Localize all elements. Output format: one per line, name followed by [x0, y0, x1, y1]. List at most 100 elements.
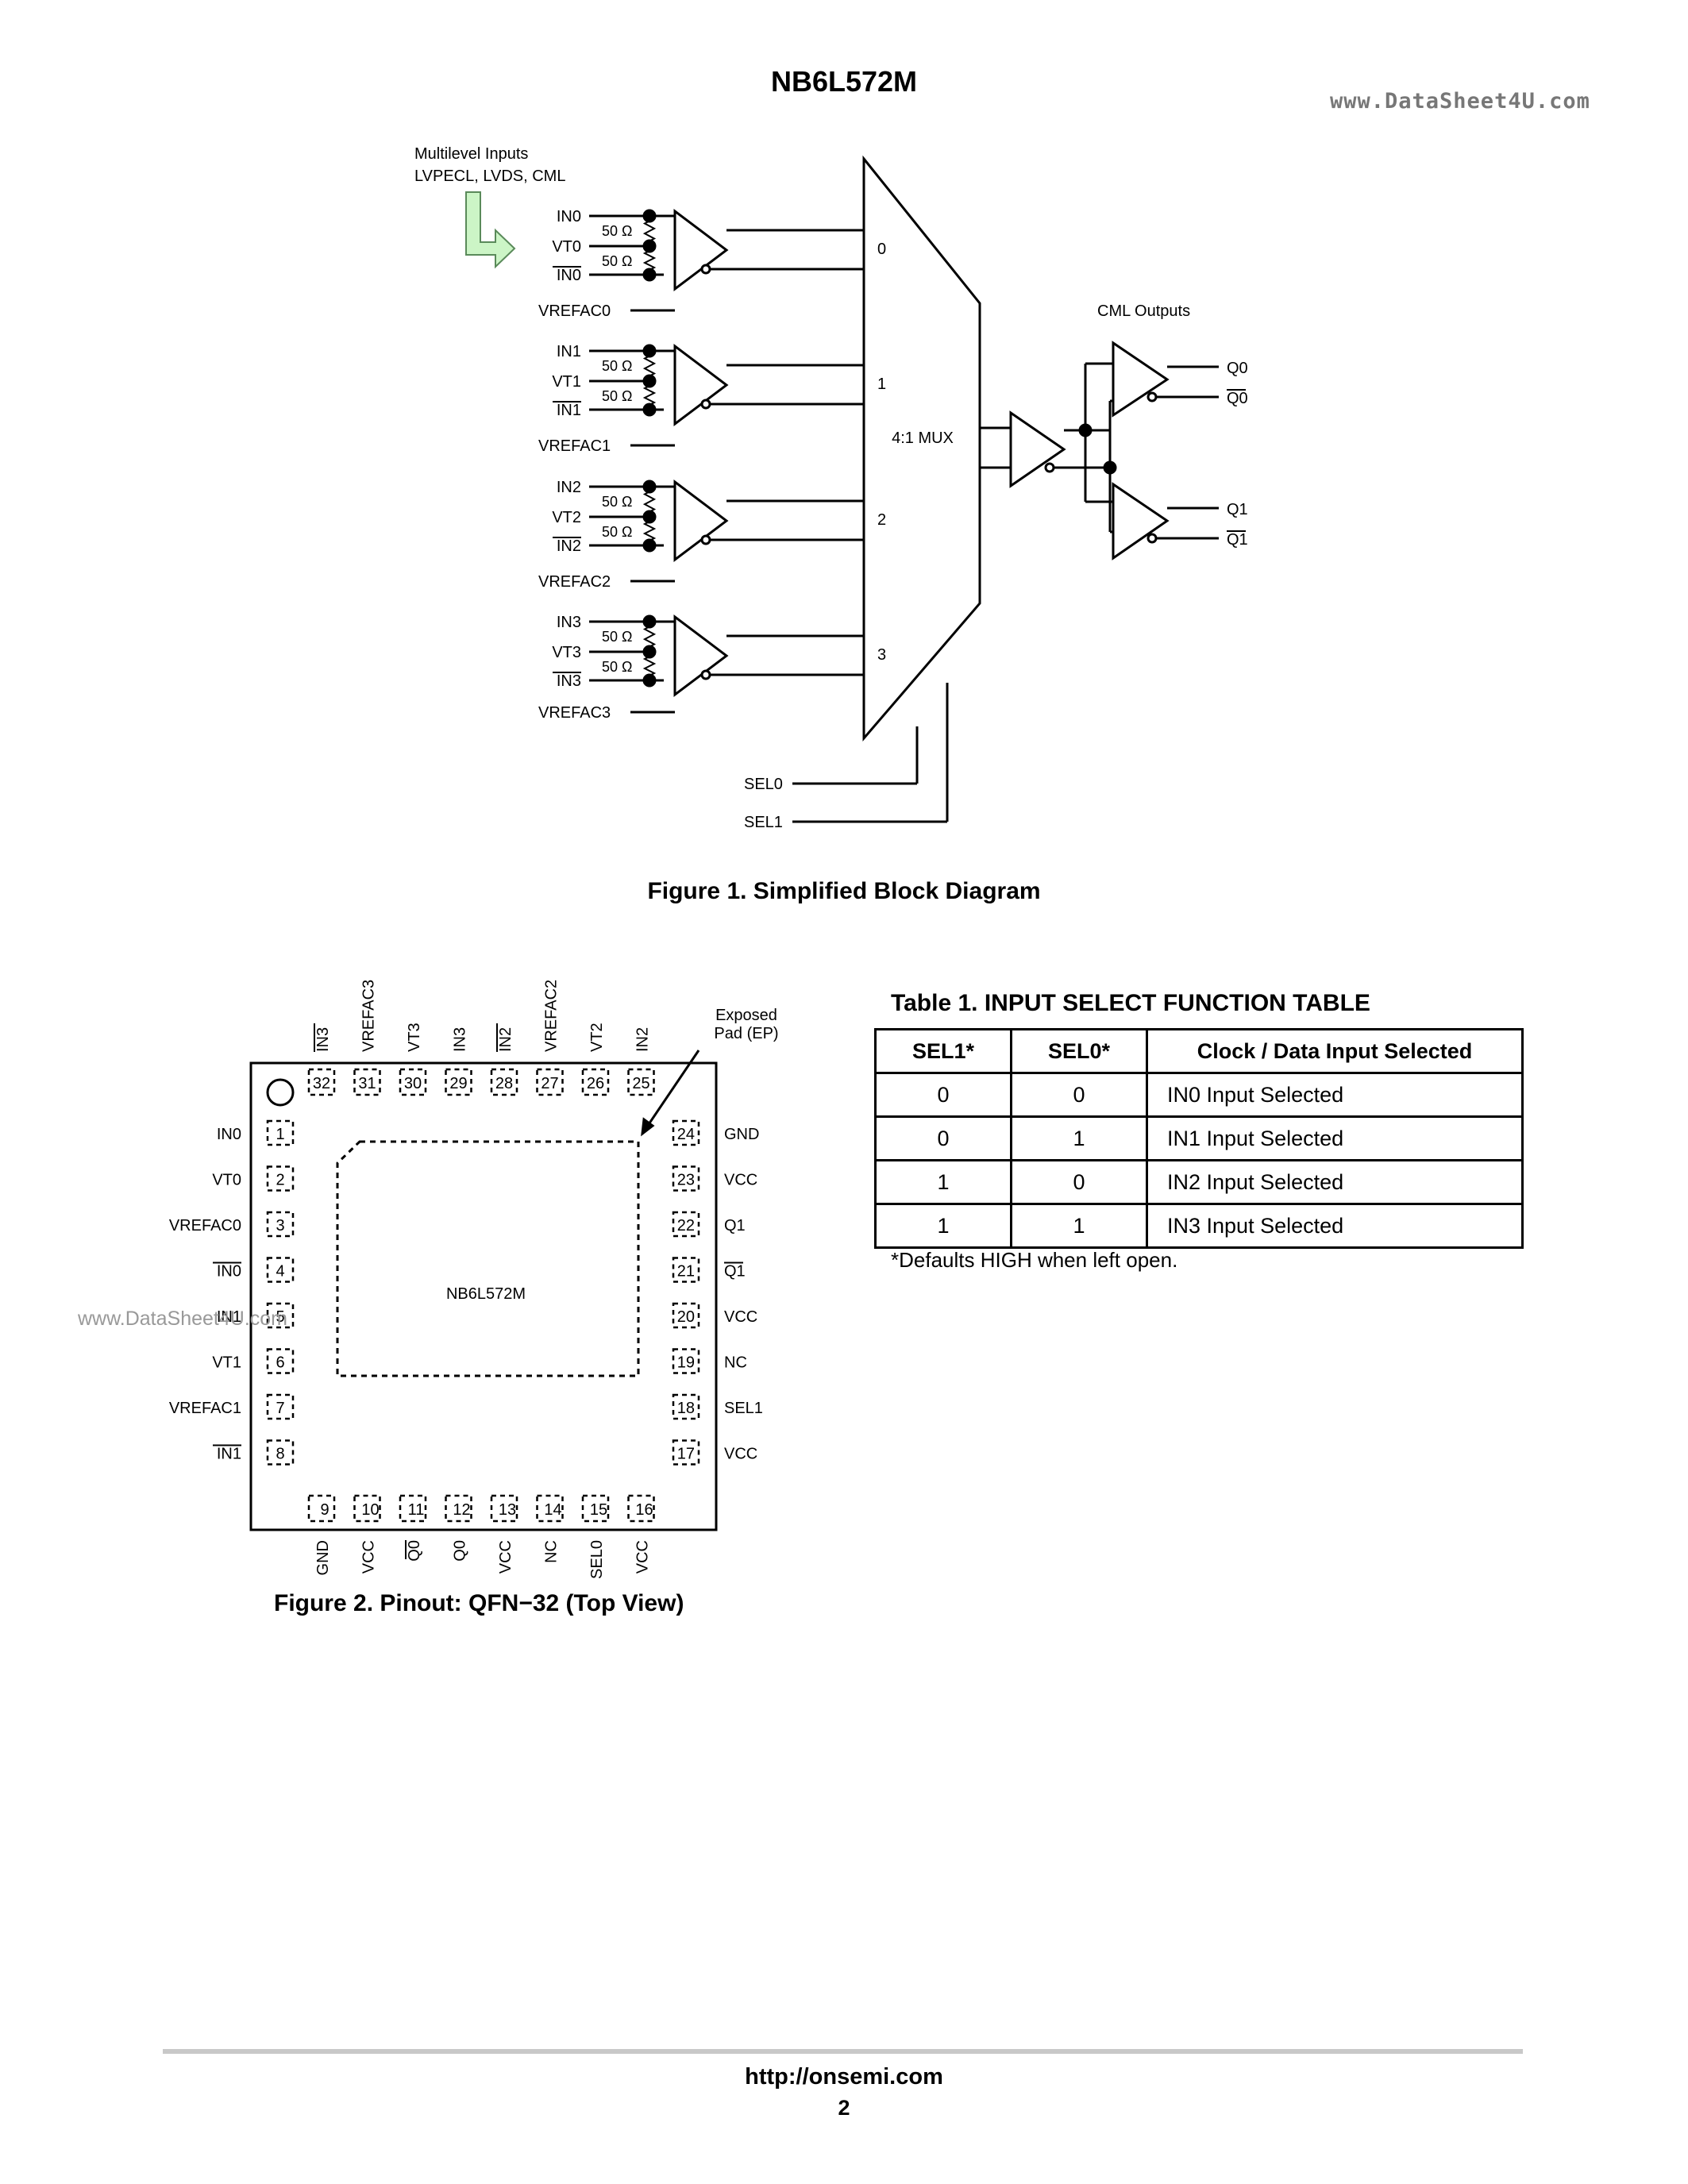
- table-cell: IN0 Input Selected: [1146, 1072, 1524, 1118]
- pin-number: 18: [677, 1400, 695, 1417]
- vt-pin-label: VT3: [552, 644, 581, 661]
- pin-pad: [266, 1257, 295, 1283]
- pin-name: SEL1: [724, 1400, 763, 1417]
- vref-pin-label: VREFAC2: [538, 573, 611, 591]
- inputs-note-label: LVPECL, LVDS, CML: [414, 168, 565, 185]
- resistor-label: 50 Ω: [602, 524, 632, 540]
- pin-number: 24: [677, 1126, 695, 1143]
- pin-pad: [266, 1119, 295, 1146]
- pin-pad: [672, 1302, 700, 1329]
- pin-pad: [672, 1393, 700, 1420]
- inversion-bubble: [700, 534, 711, 545]
- pin-pad: [399, 1068, 427, 1096]
- pin-name: IN1: [217, 1446, 241, 1463]
- pin-number: 3: [276, 1217, 284, 1235]
- select-pin-label: SEL0: [744, 776, 783, 793]
- pin-number: 28: [495, 1075, 513, 1092]
- pin-pad: [266, 1165, 295, 1192]
- pin-name: IN1: [217, 1308, 241, 1326]
- vt-pin-label: VT0: [552, 238, 581, 256]
- pin-pad: [266, 1393, 295, 1420]
- pin-pad: [536, 1494, 564, 1523]
- mux-input-number: 0: [877, 241, 886, 258]
- pin-name: NC: [543, 1540, 561, 1563]
- input-pin-label: IN0: [557, 208, 581, 225]
- pin-pad: [672, 1211, 700, 1238]
- pin-name: VREFAC2: [543, 980, 561, 1052]
- table-cell: 1: [1010, 1203, 1148, 1249]
- pin-pad: [672, 1257, 700, 1283]
- table-row: 0 1 IN1 Input Selected: [874, 1115, 1524, 1161]
- pin-name: IN2: [634, 1027, 652, 1052]
- pin-25: 25 IN2: [627, 1027, 655, 1096]
- pin-number: 32: [313, 1075, 330, 1092]
- pin-name: IN0: [217, 1263, 241, 1281]
- table-cell: 1: [874, 1203, 1012, 1249]
- pin-number: 8: [276, 1446, 284, 1463]
- pin-name: GND: [314, 1540, 332, 1575]
- pin-number: 11: [408, 1501, 425, 1519]
- pin-pad: [353, 1068, 381, 1096]
- arrow-head-icon: [641, 1117, 655, 1137]
- input-buffer: [673, 614, 729, 698]
- output-pin-label: Q1: [1227, 531, 1248, 549]
- pin-name: IN3: [314, 1027, 332, 1052]
- pin-pad: [490, 1494, 518, 1523]
- resistor-label: 50 Ω: [602, 494, 632, 510]
- pin-number: 23: [677, 1172, 695, 1189]
- pin-number: 29: [449, 1075, 467, 1092]
- input-pin-label: IN2: [557, 479, 581, 496]
- input-pin-label: IN3: [557, 614, 581, 631]
- footer-url[interactable]: http://onsemi.com: [745, 2064, 943, 2090]
- page-number: 2: [838, 2096, 850, 2120]
- inversion-bubble: [1147, 533, 1158, 544]
- pin-number: 15: [590, 1501, 607, 1519]
- pin-pad: [266, 1302, 295, 1329]
- pin-8: 8 IN1: [213, 1439, 295, 1466]
- pin-pad: [536, 1068, 564, 1096]
- pin-pad: [307, 1068, 336, 1096]
- pin-name: IN3: [452, 1027, 469, 1052]
- footer-divider: [163, 2049, 1523, 2054]
- junction-dot: [642, 510, 657, 524]
- table1-title: Table 1. INPUT SELECT FUNCTION TABLE: [891, 990, 1370, 1016]
- input-bar-pin-label: IN0: [557, 267, 581, 284]
- select-pin-label: SEL1: [744, 814, 783, 831]
- pin-pad: [581, 1494, 610, 1523]
- inversion-bubble: [700, 399, 711, 410]
- pin-name: VCC: [724, 1172, 757, 1189]
- pin-number: 31: [358, 1075, 376, 1092]
- table-cell: 0: [874, 1072, 1012, 1118]
- exposed-pad-label: Pad (EP): [714, 1025, 778, 1042]
- exposed-pad-label: Exposed: [715, 1007, 777, 1024]
- vref-pin-label: VREFAC0: [538, 302, 611, 320]
- resistor-label: 50 Ω: [602, 358, 632, 374]
- pin-name: IN2: [497, 1027, 514, 1052]
- pin-number: 25: [632, 1075, 649, 1092]
- pin-name: Q0: [406, 1540, 423, 1562]
- junction-dot: [642, 645, 657, 659]
- pin-number: 6: [276, 1354, 284, 1372]
- pinout-watermark: www.DataSheet4U.com: [77, 1308, 287, 1330]
- pin-name: Q1: [724, 1263, 746, 1281]
- resistor-label: 50 Ω: [602, 388, 632, 404]
- pin-pad: [445, 1494, 472, 1523]
- pin-name: Q0: [452, 1540, 469, 1562]
- pin-number: 26: [587, 1075, 604, 1092]
- outputs-label: CML Outputs: [1097, 302, 1190, 320]
- input-arrow-icon: [465, 191, 516, 269]
- pin-pad: [672, 1165, 700, 1192]
- mux-input-number: 3: [877, 646, 886, 664]
